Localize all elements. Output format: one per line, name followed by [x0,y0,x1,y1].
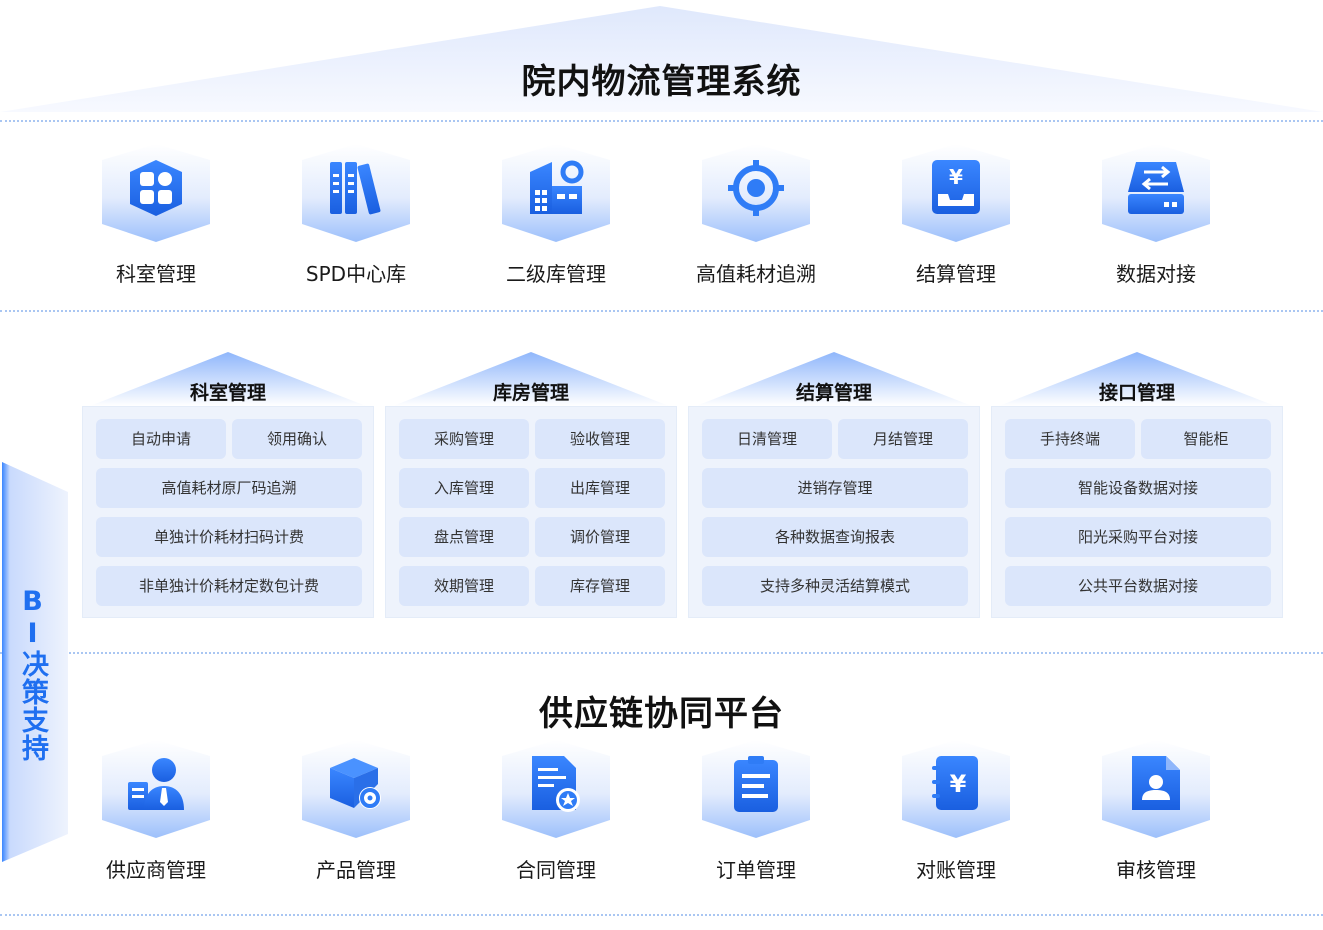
module-title: 库房管理 [492,382,569,404]
bi-decision-band: BI决策支持 [0,462,70,862]
transfer-box-icon [1128,162,1184,214]
icon-label: 订单管理 [716,858,796,882]
module-keshi: 科室管理 自动申请 领用确认 高值耗材原厂码追溯 单独计价耗材扫码计费 非单独计… [82,352,374,618]
top-item-erji[interactable]: 二级库管理 [466,144,646,287]
product-box-gear-icon [330,758,381,809]
pill-item[interactable]: 阳光采购平台对接 [1005,517,1271,557]
module-jiekou: 接口管理 手持终端 智能柜 智能设备数据对接 阳光采购平台对接 公共平台数据对接 [991,352,1283,618]
pill-item[interactable]: 日清管理 [702,419,832,459]
bottom-item-audit[interactable]: 审核管理 [1066,740,1246,883]
target-icon [728,160,784,216]
doc-person-icon [1132,756,1180,810]
svg-text:¥: ¥ [950,770,967,798]
pill-item[interactable]: 效期管理 [399,566,529,606]
grid-apps-icon [130,160,182,216]
pill-item[interactable]: 智能柜 [1141,419,1271,459]
roof-background [0,6,1323,112]
module-title: 科室管理 [189,382,266,404]
yen-tray-icon: ¥ [932,160,980,214]
page-title-top: 院内物流管理系统 [521,62,802,102]
top-item-gaozhi[interactable]: 高值耗材追溯 [666,144,846,287]
icon-label: SPD中心库 [305,262,407,286]
pill-item[interactable]: 领用确认 [232,419,362,459]
pill-item[interactable]: 公共平台数据对接 [1005,566,1271,606]
icon-label: 科室管理 [116,262,196,286]
pill-item[interactable]: 采购管理 [399,419,529,459]
top-item-spd[interactable]: SPD中心库 [266,144,446,287]
page-title-bottom: 供应链协同平台 [539,694,784,734]
pill-item[interactable]: 库存管理 [535,566,665,606]
pill-item[interactable]: 入库管理 [399,468,529,508]
pill-item[interactable]: 智能设备数据对接 [1005,468,1271,508]
pill-item[interactable]: 非单独计价耗材定数包计费 [96,566,362,606]
top-item-jiesuan[interactable]: ¥ 结算管理 [866,144,1046,287]
bottom-item-product[interactable]: 产品管理 [266,740,446,883]
pill-item[interactable]: 月结管理 [838,419,968,459]
yen-notebook-icon: ¥ [932,756,978,810]
pill-item[interactable]: 高值耗材原厂码追溯 [96,468,362,508]
module-panel: 日清管理 月结管理 进销存管理 各种数据查询报表 支持多种灵活结算模式 [688,406,980,618]
module-panel: 手持终端 智能柜 智能设备数据对接 阳光采购平台对接 公共平台数据对接 [991,406,1283,618]
pill-item[interactable]: 单独计价耗材扫码计费 [96,517,362,557]
icon-label: 产品管理 [316,858,396,882]
bottom-item-contract[interactable]: 合同管理 [466,740,646,883]
icon-label: 结算管理 [916,262,996,286]
pill-item[interactable]: 验收管理 [535,419,665,459]
icon-label: 高值耗材追溯 [696,262,816,286]
icon-label: 对账管理 [916,858,996,882]
divider [0,310,1323,312]
top-item-shuju[interactable]: 数据对接 [1066,144,1246,287]
pill-item[interactable]: 手持终端 [1005,419,1135,459]
module-title: 接口管理 [1098,382,1175,404]
bottom-item-reconcile[interactable]: ¥ 对账管理 [866,740,1046,883]
pill-item[interactable]: 自动申请 [96,419,226,459]
icon-label: 数据对接 [1116,262,1196,286]
top-item-keshi[interactable]: 科室管理 [66,144,246,287]
pill-item[interactable]: 支持多种灵活结算模式 [702,566,968,606]
icon-label: 审核管理 [1116,858,1196,882]
pill-item[interactable]: 出库管理 [535,468,665,508]
icon-label: 合同管理 [516,858,596,882]
icon-label: 供应商管理 [106,858,206,882]
bi-label: BI决策支持 [17,586,48,762]
supplier-person-icon [128,758,184,810]
divider [0,652,1323,654]
pill-item[interactable]: 盘点管理 [399,517,529,557]
divider [0,120,1323,122]
module-title: 结算管理 [795,382,872,404]
divider [0,914,1323,916]
books-icon [330,162,381,215]
module-jiesuan: 结算管理 日清管理 月结管理 进销存管理 各种数据查询报表 支持多种灵活结算模式 [688,352,980,618]
clipboard-icon [734,756,778,812]
bottom-item-order[interactable]: 订单管理 [666,740,846,883]
building-gear-icon [530,160,584,214]
contract-star-icon [532,756,580,812]
module-panel: 采购管理 验收管理 入库管理 出库管理 盘点管理 调价管理 效期管理 库存管理 [385,406,677,618]
bottom-item-supplier[interactable]: 供应商管理 [66,740,246,883]
icon-label: 二级库管理 [506,262,606,286]
module-panel: 自动申请 领用确认 高值耗材原厂码追溯 单独计价耗材扫码计费 非单独计价耗材定数… [82,406,374,618]
module-kufang: 库房管理 采购管理 验收管理 入库管理 出库管理 盘点管理 调价管理 效期管理 … [385,352,677,618]
pill-item[interactable]: 各种数据查询报表 [702,517,968,557]
pill-item[interactable]: 调价管理 [535,517,665,557]
svg-text:¥: ¥ [949,165,963,189]
pill-item[interactable]: 进销存管理 [702,468,968,508]
